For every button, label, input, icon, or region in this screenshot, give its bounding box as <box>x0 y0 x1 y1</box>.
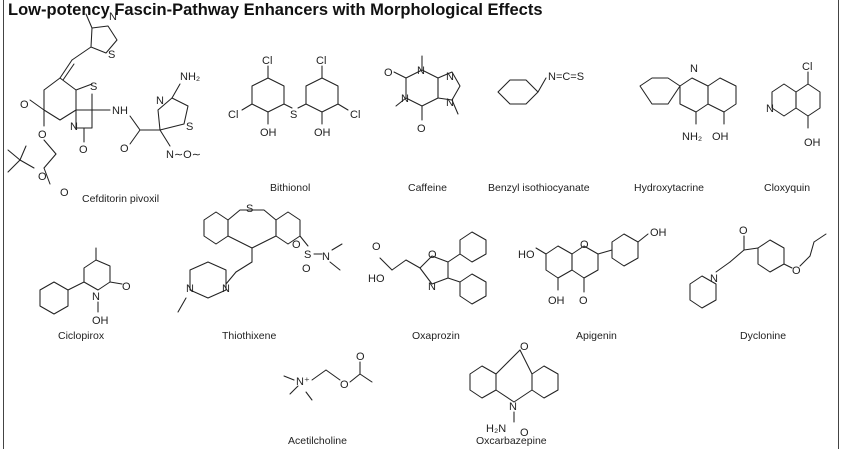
atom-s: S <box>186 121 193 133</box>
structure-cloxyquin: N Cl OH <box>766 61 821 149</box>
structure-hydroxytacrine: N NH₂ OH <box>639 63 737 143</box>
compound-label: Caffeine <box>408 182 447 194</box>
structure-apigenin: O O HO OH OH <box>518 227 667 307</box>
atom-n: N <box>109 11 117 23</box>
atom-oh: OH <box>712 131 729 143</box>
atom-ncs: N=C=S <box>548 71 584 83</box>
structure-cefditorin-pivoxil: S N S N O NH O N∼O∼ N S NH₂ O O <box>7 11 201 199</box>
atom-s: S <box>246 203 253 215</box>
atom-nh2: NH₂ <box>180 71 200 83</box>
atom-nh: NH <box>112 105 128 117</box>
atom-o: O <box>120 143 129 155</box>
atom-n: N <box>222 283 230 295</box>
compound-label: Oxcarbazepine <box>476 435 547 447</box>
atom-s: S <box>108 49 115 61</box>
atom-o: O <box>417 123 426 135</box>
atom-n: N <box>92 291 100 303</box>
atom-o: O <box>520 427 529 439</box>
compound-label: Hydroxytacrine <box>634 182 705 194</box>
atom-n: N <box>401 93 409 105</box>
atom-o: O <box>340 379 349 391</box>
atom-oh: OH <box>548 295 565 307</box>
atom-oh: OH <box>804 137 821 149</box>
structure-dyclonine: O N O <box>689 225 827 309</box>
atom-cl: Cl <box>802 61 812 73</box>
compound-label: Oxaprozin <box>412 330 460 342</box>
figure-frame <box>3 0 839 449</box>
atom-cl: Cl <box>262 55 272 67</box>
atom-n-plus: N⁺ <box>296 376 310 388</box>
atom-n: N <box>428 281 436 293</box>
atom-s: S <box>90 81 97 93</box>
atom-cl: Cl <box>316 55 326 67</box>
compound-label: Cefditorin pivoxil <box>82 193 160 205</box>
atom-o: O <box>122 281 131 293</box>
compound-label: Bithionol <box>270 182 311 194</box>
atom-n: N <box>186 283 194 295</box>
compound-label: Apigenin <box>576 330 617 342</box>
structure-ciclopirox: O N OH <box>39 247 131 327</box>
compound-label: Cloxyquin <box>764 182 811 194</box>
atom-n: N <box>70 121 78 133</box>
atom-o: O <box>60 187 69 199</box>
compound-label: Ciclopirox <box>58 330 105 342</box>
atom-n: N <box>156 95 164 107</box>
atom-n: N <box>690 63 698 75</box>
structure-caffeine: O O N N N N <box>384 55 461 135</box>
atom-n: N <box>710 273 718 285</box>
atom-oh: OH <box>314 127 331 139</box>
atom-o: O <box>356 351 365 363</box>
compound-label: Benzyl isothiocyanate <box>488 182 590 194</box>
atom-s: S <box>290 109 297 121</box>
atom-cl: Cl <box>350 109 360 121</box>
atom-o: O <box>292 239 301 251</box>
atom-n: N <box>766 103 774 115</box>
structure-bithionol: S Cl Cl Cl Cl OH OH <box>228 55 360 139</box>
structure-acetilcholine: N⁺ O O <box>283 351 373 401</box>
atom-n: N <box>417 65 425 77</box>
atom-o: O <box>580 239 589 251</box>
atom-n: N <box>322 251 330 263</box>
atom-o: O <box>384 67 393 79</box>
atom-o: O <box>792 265 801 277</box>
atom-nh2: NH₂ <box>682 131 702 143</box>
structure-oxcarbazepine: O N O H₂N <box>469 341 559 439</box>
compound-label: Acetilcholine <box>288 435 347 447</box>
atom-ho: HO <box>368 273 385 285</box>
atom-o: O <box>302 263 311 275</box>
atom-n: N <box>509 401 517 413</box>
atom-n: N <box>446 97 454 109</box>
structure-benzyl-isothiocyanate: N=C=S <box>497 71 584 105</box>
structure-thiothixene: S N N S O O N <box>177 203 343 313</box>
figure-title: Low-potency Fascin-Pathway Enhancers wit… <box>8 1 543 19</box>
atom-o: O <box>428 249 437 261</box>
atom-oh: OH <box>650 227 667 239</box>
atom-oh: OH <box>260 127 277 139</box>
atom-o: O <box>79 144 88 156</box>
atom-ho: HO <box>518 249 535 261</box>
structure-oxaprozin: O N O HO <box>368 231 487 305</box>
atom-s: S <box>304 249 311 261</box>
atom-n: N <box>446 71 454 83</box>
atom-o: O <box>20 99 29 111</box>
atom-cl: Cl <box>228 109 238 121</box>
atom-h2n: H₂N <box>486 423 506 435</box>
atom-n-o: N∼O∼ <box>166 149 201 161</box>
atom-oh: OH <box>92 315 109 327</box>
atom-o: O <box>372 241 381 253</box>
atom-o: O <box>579 295 588 307</box>
atom-o: O <box>739 225 748 237</box>
compound-label: Dyclonine <box>740 330 787 342</box>
atom-o: O <box>38 171 47 183</box>
atom-o: O <box>520 341 529 353</box>
atom-o: O <box>38 129 47 141</box>
compound-label: Thiothixene <box>222 330 277 342</box>
